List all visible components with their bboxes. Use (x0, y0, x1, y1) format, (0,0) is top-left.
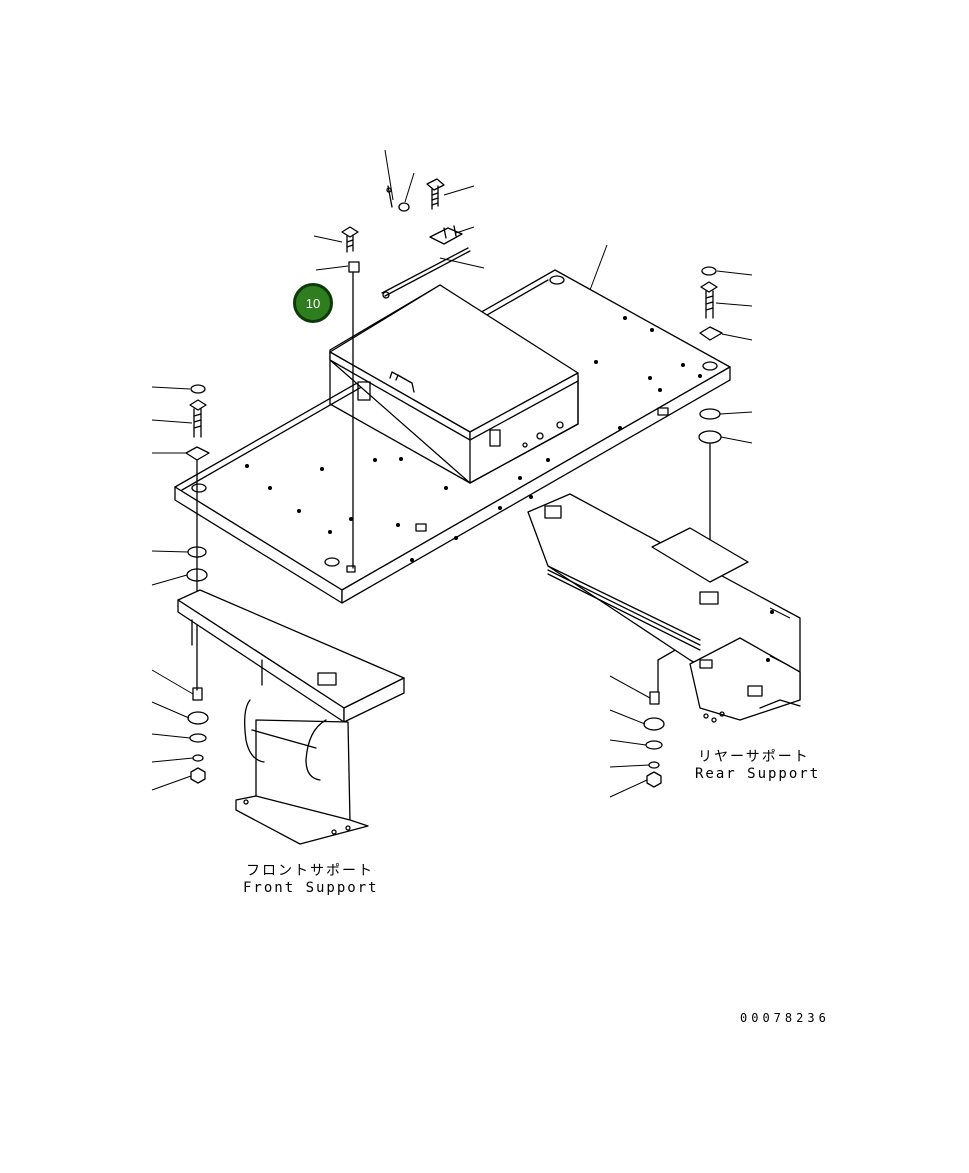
callout-number: 10 (305, 295, 321, 311)
drawing-number: 00078236 (740, 1011, 830, 1025)
rear-support-label-jp: リヤーサポート (698, 749, 810, 765)
top-hardware (341, 178, 471, 569)
tool-box (329, 284, 579, 484)
callout-badge[interactable]: 10 (293, 283, 333, 323)
rear-support (527, 493, 801, 723)
front-support (177, 589, 405, 845)
leader-lines (151, 149, 791, 798)
rear-support-label-en: Rear Support (695, 766, 821, 782)
front-support-label-en: Front Support (243, 880, 379, 896)
front-support-label-jp: フロントサポート (246, 863, 374, 879)
left-mount-stack (185, 384, 210, 784)
